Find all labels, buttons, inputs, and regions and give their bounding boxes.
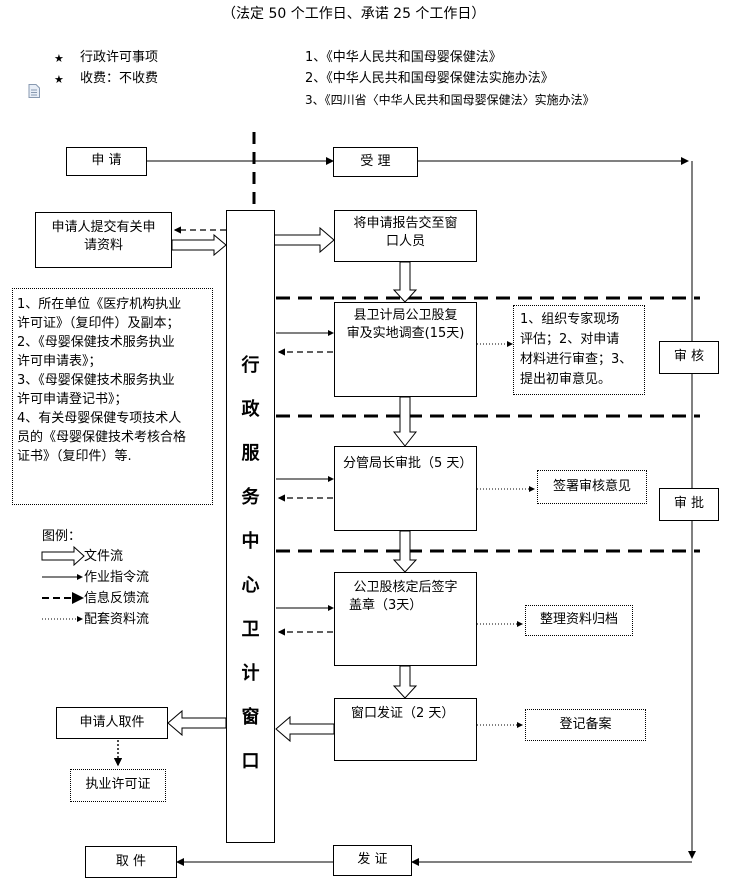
- stamp-box: 公卫股核定后签字 盖章（3天）: [334, 572, 477, 666]
- required-materials-list: 1、所在单位《医疗机构执业 许可证》（复印件）及副本； 2、《母婴保健技术服务执…: [12, 288, 213, 505]
- register-box: 登记备案: [525, 709, 646, 741]
- issue-box: 发 证: [333, 845, 412, 876]
- file-flow-down-2: [392, 396, 418, 447]
- applicant-pickup-box: 申请人取件: [56, 707, 168, 739]
- county-review-box: 县卫计局公卫股复 审及实地调查(15天): [334, 302, 477, 397]
- star-icon: ★: [54, 52, 64, 65]
- file-flow-arrow-issue: [275, 715, 335, 743]
- info-item-fee: 收费：不收费: [80, 71, 159, 86]
- law-1: 1、《中华人民共和国母婴保健法》: [305, 50, 502, 65]
- director-approve-box: 分管局长审批（5 天）: [334, 446, 477, 531]
- file-flow-down-1: [392, 261, 418, 303]
- page-subtitle: （法定 50 个工作日、承诺 25 个工作日）: [222, 6, 486, 22]
- file-flow-arrow-pickup: [167, 709, 227, 737]
- legend-file-flow-symbol: [41, 545, 85, 567]
- file-flow-down-3: [392, 530, 418, 573]
- law-2: 2、《中华人民共和国母婴保健法实施办法》: [305, 71, 554, 86]
- info-item-matter: 行政许可事项: [80, 50, 159, 65]
- legend-feedback-flow: 信息反馈流: [84, 591, 150, 606]
- legend-file-flow: 文件流: [84, 549, 124, 564]
- center-window-column: 行 政 服 务 中 心 卫 计 窗 口: [226, 210, 275, 843]
- file-flow-arrow-submit: [171, 233, 227, 257]
- forward-window-box: 将申请报告交至窗 口人员: [334, 210, 477, 262]
- review-box: 审 核: [659, 341, 719, 374]
- pickup-box: 取 件: [85, 846, 177, 878]
- window-issue-box: 窗口发证（2 天）: [334, 698, 477, 761]
- legend-title: 图例：: [42, 529, 82, 544]
- approve-box: 审 批: [659, 488, 719, 521]
- star-icon: ★: [54, 73, 64, 86]
- apply-box: 申 请: [66, 147, 147, 176]
- legend-instruction-flow: 作业指令流: [84, 570, 150, 585]
- document-icon[interactable]: [28, 84, 40, 98]
- file-flow-down-4: [392, 665, 418, 699]
- file-flow-arrow-forward: [273, 226, 335, 254]
- submit-material-box: 申请人提交有关申 请资料: [35, 212, 172, 268]
- accept-box: 受 理: [333, 147, 418, 177]
- legend-material-flow: 配套资料流: [84, 612, 150, 627]
- license-box: 执业许可证: [70, 769, 166, 802]
- archive-box: 整理资料归档: [525, 605, 633, 636]
- expert-review-box: 1、组织专家现场 评估；2、对申请 材料进行审查；3、 提出初审意见。: [513, 305, 645, 395]
- sign-opinion-box: 签署审核意见: [537, 470, 647, 504]
- law-3: 3、《四川省〈中华人民共和国母婴保健法〉实施办法》: [305, 93, 595, 107]
